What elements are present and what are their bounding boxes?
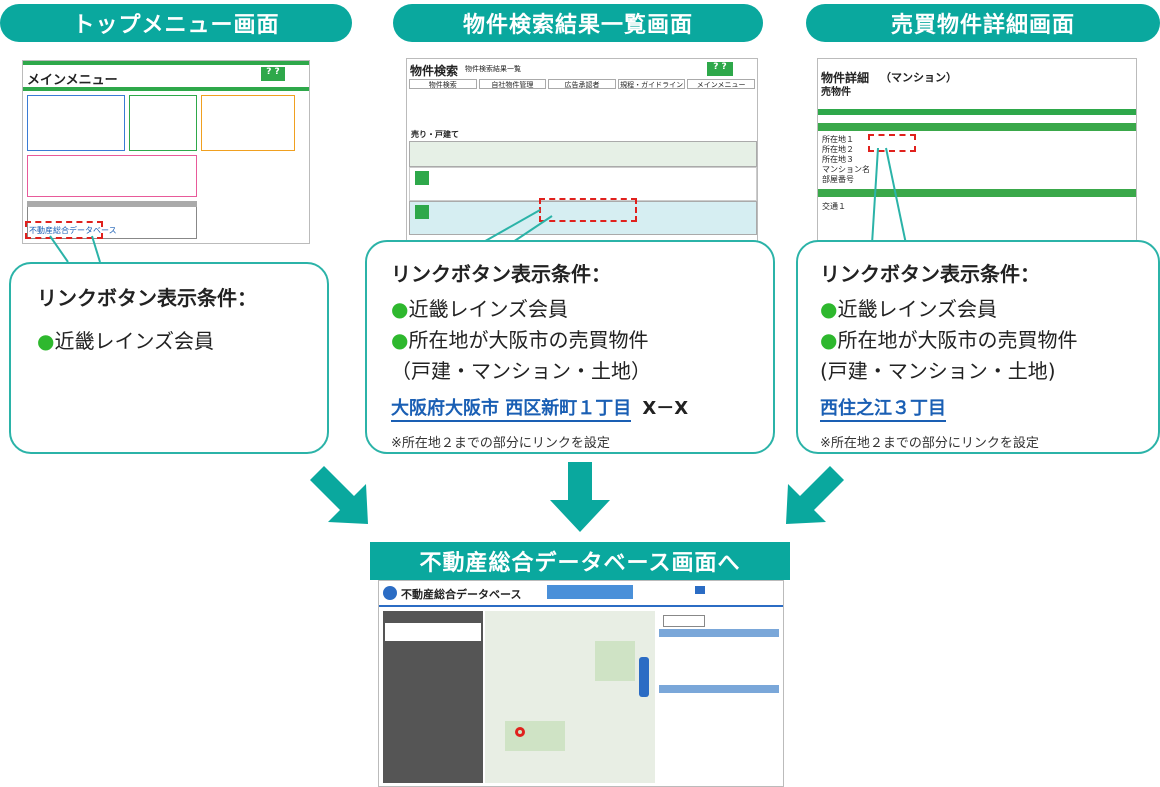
app-title: 不動産総合データベース bbox=[401, 588, 522, 601]
help-icon: ? ? bbox=[261, 67, 285, 81]
top-menu-topbar bbox=[23, 61, 309, 65]
callout-title: リンクボタン表示条件： bbox=[820, 262, 1040, 286]
row-icon bbox=[415, 205, 429, 219]
callout-title: リンクボタン表示条件： bbox=[37, 286, 257, 310]
search-list-title: 物件検索 bbox=[410, 64, 459, 78]
callout-item: ●所在地が大阪市の売買物件 bbox=[391, 328, 649, 352]
menu-item[interactable]: 規程・ガイドライン bbox=[617, 79, 686, 89]
section-title: 売り・戸建て bbox=[411, 130, 459, 139]
address-rest: X－X bbox=[642, 398, 689, 419]
callout-item: ●近畿レインズ会員 bbox=[820, 297, 998, 321]
app-logo-icon bbox=[383, 586, 397, 600]
header-divider bbox=[379, 605, 783, 607]
connector-middle bbox=[509, 215, 553, 245]
park-area bbox=[505, 721, 565, 751]
top-menu-highlight bbox=[25, 221, 103, 239]
field-label: マンション名 bbox=[822, 165, 870, 174]
search-box[interactable] bbox=[385, 623, 481, 641]
top-menu-divider bbox=[23, 87, 309, 91]
detail-subtitle: 売物件 bbox=[821, 87, 851, 98]
menu-panel-orange bbox=[201, 95, 295, 151]
connector-right bbox=[871, 147, 879, 245]
map-view[interactable] bbox=[485, 611, 655, 783]
park-area bbox=[595, 641, 635, 681]
detail-divider bbox=[818, 109, 1136, 115]
header-search-list: 物件検索結果一覧画面 bbox=[393, 4, 763, 42]
search-menu-bar: 物件検索 自社物件管理 広告承認者 規程・ガイドライン メインメニュー bbox=[409, 79, 755, 89]
callout-right: リンクボタン表示条件： ●近畿レインズ会員 ●所在地が大阪市の売買物件 (戸建・… bbox=[796, 240, 1160, 454]
menu-item[interactable]: メインメニュー bbox=[687, 79, 755, 89]
connector-middle bbox=[479, 209, 541, 245]
table-header bbox=[409, 141, 757, 167]
address-link[interactable]: 大阪府大阪市 西区新町１丁目 bbox=[391, 394, 632, 422]
header-search-list-label: 物件検索結果一覧画面 bbox=[462, 13, 693, 38]
callout-item: ●所在地が大阪市の売買物件 bbox=[820, 328, 1078, 352]
info-bar bbox=[659, 629, 779, 637]
field-label: 所在地１ bbox=[822, 135, 854, 144]
menu-panel-gray-bar bbox=[27, 201, 197, 207]
location-marker-icon bbox=[515, 727, 525, 737]
home-icon bbox=[695, 586, 705, 594]
sale-detail-highlight bbox=[868, 134, 916, 152]
detail-fields: 所在地１ 所在地２ 所在地３ マンション名 部屋番号 bbox=[822, 135, 870, 185]
callout-item: ●近畿レインズ会員 bbox=[37, 329, 215, 353]
menu-panel-blue bbox=[27, 95, 125, 151]
table-row-selected bbox=[409, 201, 757, 235]
field-label: 所在地３ bbox=[822, 155, 854, 164]
realestate-db-link[interactable]: 不動産総合データベース bbox=[29, 226, 117, 235]
search-list-screenshot: 物件検索 物件検索結果一覧 ? ? 物件検索 自社物件管理 広告承認者 規程・ガ… bbox=[406, 58, 758, 246]
callout-left: リンクボタン表示条件： ●近畿レインズ会員 bbox=[9, 262, 329, 454]
callout-title: リンクボタン表示条件： bbox=[391, 262, 611, 286]
header-top-menu-label: トップメニュー画面 bbox=[72, 13, 280, 38]
info-button[interactable] bbox=[663, 615, 705, 627]
zoom-control[interactable] bbox=[639, 657, 649, 697]
destination-banner-label: 不動産総合データベース画面へ bbox=[419, 551, 741, 576]
field-label: 所在地２ bbox=[822, 145, 854, 154]
right-info-panel bbox=[659, 611, 779, 783]
header-top-menu: トップメニュー画面 bbox=[0, 4, 352, 42]
menu-item[interactable]: 広告承認者 bbox=[548, 79, 616, 89]
header-sale-detail-label: 売買物件詳細画面 bbox=[890, 13, 1075, 38]
callout-sub: (戸建・マンション・土地) bbox=[820, 359, 1056, 383]
table-row bbox=[409, 167, 757, 201]
arrow-down-icon bbox=[550, 462, 610, 532]
field-label: 部屋番号 bbox=[822, 175, 854, 184]
connector-right bbox=[885, 147, 907, 245]
callout-sub: （戸建・マンション・土地） bbox=[391, 359, 651, 383]
arrow-down-right-icon bbox=[310, 466, 368, 524]
top-menu-screenshot: メインメニュー ? ? 不動産総合データベース bbox=[22, 60, 310, 244]
connector-left bbox=[49, 235, 69, 263]
menu-item[interactable]: 自社物件管理 bbox=[478, 79, 547, 89]
top-menu-title: メインメニュー bbox=[27, 73, 118, 88]
detail-section-bar bbox=[818, 123, 1136, 131]
header-notice bbox=[547, 585, 633, 599]
connector-left bbox=[91, 235, 101, 263]
destination-screenshot: 不動産総合データベース bbox=[378, 580, 784, 787]
info-bar bbox=[659, 685, 779, 693]
header-sale-detail: 売買物件詳細画面 bbox=[806, 4, 1160, 42]
detail-title: 物件詳細 bbox=[821, 71, 870, 85]
menu-panel-green bbox=[129, 95, 197, 151]
menu-panel-pink bbox=[27, 155, 197, 197]
row-icon bbox=[415, 171, 429, 185]
search-list-subtitle: 物件検索結果一覧 bbox=[465, 65, 521, 73]
help-icon: ? ? bbox=[707, 62, 733, 76]
callout-note: ※所在地２までの部分にリンクを設定 bbox=[820, 436, 1039, 451]
callout-note: ※所在地２までの部分にリンクを設定 bbox=[391, 436, 610, 451]
detail-section-bar-2 bbox=[818, 189, 1136, 197]
arrow-down-left-icon bbox=[786, 466, 844, 524]
callout-middle: リンクボタン表示条件： ●近畿レインズ会員 ●所在地が大阪市の売買物件 （戸建・… bbox=[365, 240, 775, 454]
destination-banner: 不動産総合データベース画面へ bbox=[370, 542, 790, 580]
field-label: 交通１ bbox=[822, 202, 846, 211]
menu-item[interactable]: 物件検索 bbox=[409, 79, 477, 89]
callout-item: ●近畿レインズ会員 bbox=[391, 297, 569, 321]
detail-type: （マンション） bbox=[880, 71, 957, 84]
sale-detail-screenshot: 物件詳細 （マンション） 売物件 所在地１ 所在地２ 所在地３ マンション名 部… bbox=[817, 58, 1137, 246]
address-link[interactable]: 西住之江３丁目 bbox=[820, 394, 946, 422]
